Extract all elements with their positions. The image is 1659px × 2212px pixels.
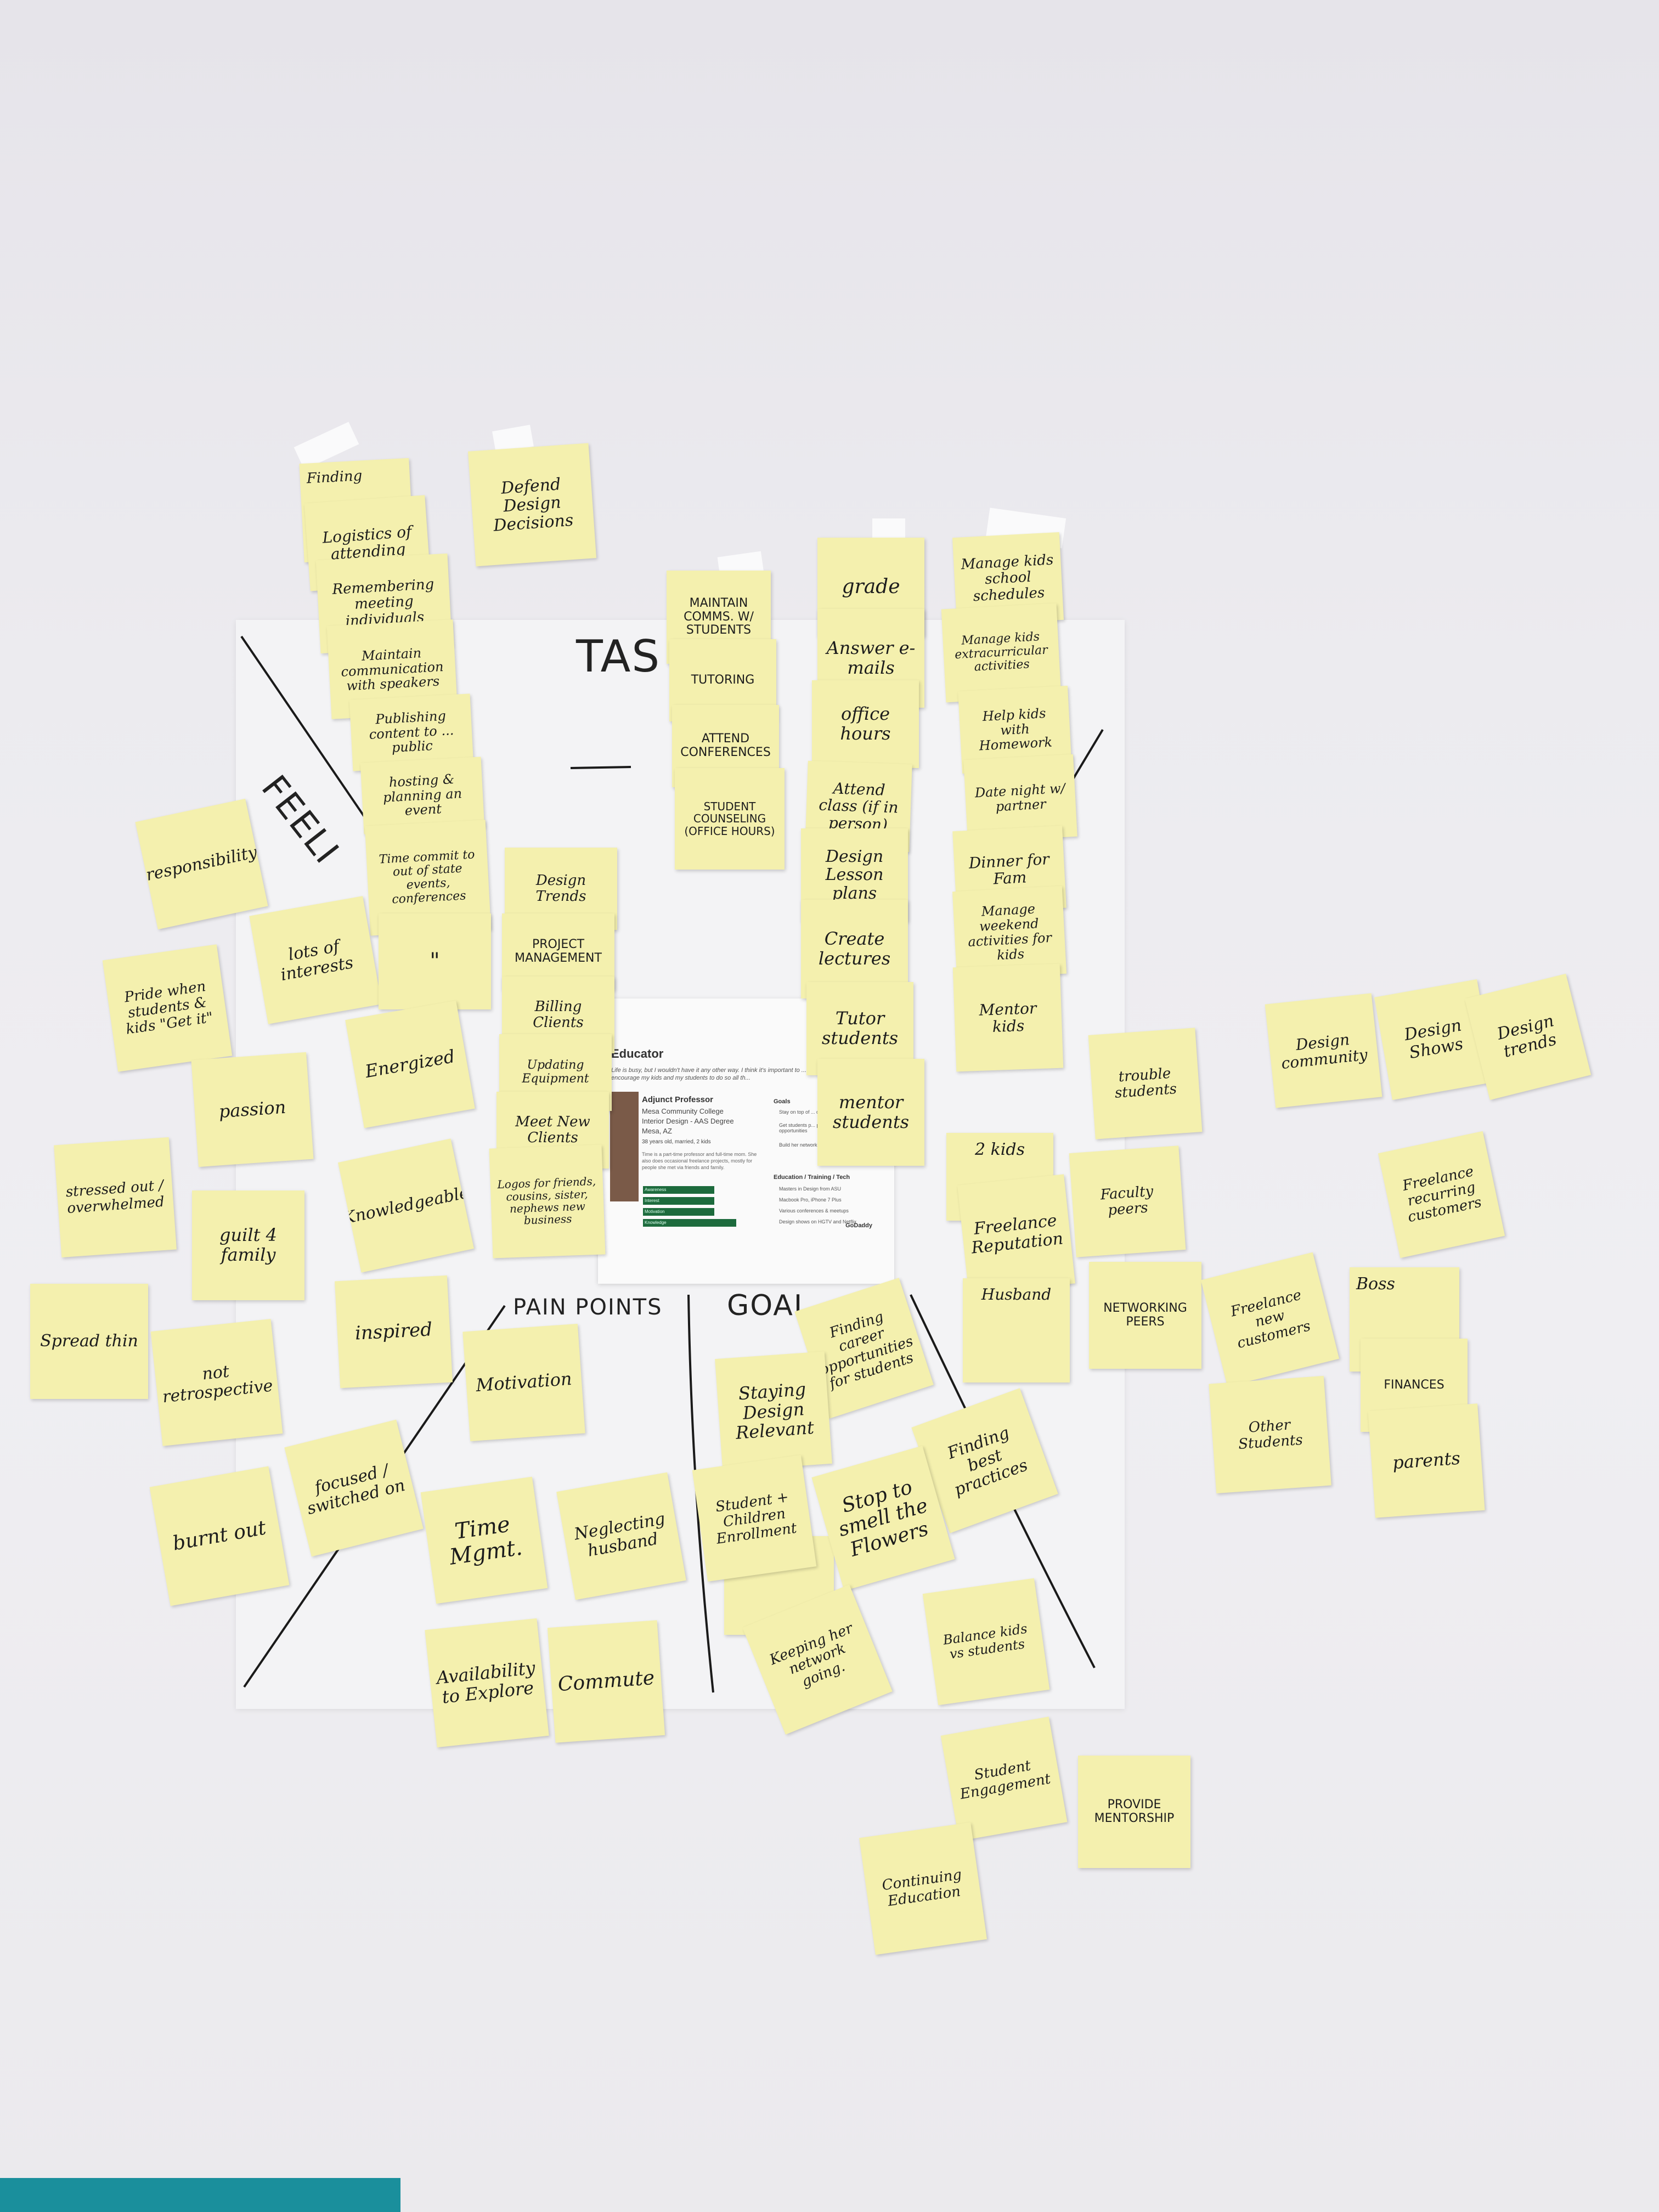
persona-bar-knowledge: Knowledge <box>643 1219 736 1227</box>
pain-points-heading: PAIN POINTS <box>513 1295 663 1320</box>
sticky-note: Freelance Reputation <box>957 1174 1075 1295</box>
sticky-note: Balance kids vs students <box>922 1578 1050 1706</box>
sticky-note: NETWORKING PEERS <box>1089 1262 1201 1369</box>
persona-goals-header: Goals <box>774 1098 791 1105</box>
persona-college: Mesa Community College <box>642 1107 724 1115</box>
tasks-right-divider <box>1069 729 1104 786</box>
sticky-note: Faculty peers <box>1069 1146 1186 1257</box>
teal-board-edge <box>0 2178 400 2212</box>
sticky-note: passion <box>191 1052 314 1167</box>
sticky-note: burnt out <box>149 1466 290 1606</box>
sticky-note: STUDENT COUNSELING (OFFICE HOURS) <box>675 768 785 870</box>
persona-description: Time is a part-time professor and full-t… <box>642 1152 757 1170</box>
persona-education-item: Masters in Design from ASU <box>779 1186 842 1192</box>
persona-degree: Interior Design - AAS Degree <box>642 1117 734 1125</box>
sticky-note: Spread thin <box>30 1284 148 1399</box>
tasks-underline <box>570 766 631 769</box>
persona-title: Educator <box>611 1047 664 1060</box>
sticky-note: Time Mgmt. <box>420 1476 548 1604</box>
persona-bar-interest: Interest <box>643 1197 714 1205</box>
persona-education-item: Macbook Pro, iPhone 7 Plus <box>779 1197 842 1203</box>
sticky-note: " <box>379 913 491 1009</box>
sticky-note: inspired <box>335 1275 453 1389</box>
sticky-note: Student Engagement <box>940 1717 1068 1841</box>
persona-education-item: Design shows on HGTV and Netflix <box>779 1219 857 1224</box>
sticky-note: Student + Children Enrollment <box>692 1455 817 1582</box>
sticky-note: Freelance recurring customers <box>1378 1131 1505 1259</box>
sticky-note: Knowledgeable <box>337 1138 475 1273</box>
persona-photo <box>610 1092 639 1201</box>
sticky-note: Staying Design Relevant <box>715 1351 832 1471</box>
sticky-note: not retrospective <box>150 1319 283 1446</box>
persona-goal-item: Get students p... potential career... op… <box>779 1122 855 1133</box>
sticky-note: office hours <box>812 680 919 768</box>
persona-goal-item: Stay on top of ... companies an... <box>779 1109 851 1115</box>
sticky-note: parents <box>1368 1403 1485 1518</box>
persona-card: Educator Life is busy, but I wouldn't ha… <box>598 998 894 1284</box>
persona-role: Adjunct Professor <box>642 1095 714 1104</box>
sticky-note: responsibility <box>135 798 268 930</box>
persona-education-header: Education / Training / Tech <box>774 1174 850 1181</box>
persona-education-item: Various conferences & meetups <box>779 1208 849 1214</box>
sticky-note: trouble students <box>1088 1028 1203 1139</box>
sticky-note: stressed out / overwhelmed <box>54 1137 177 1258</box>
sticky-note: Design Lesson plans <box>801 828 908 922</box>
sticky-note: Mentor kids <box>952 963 1064 1072</box>
sticky-note: Husband <box>963 1278 1070 1383</box>
persona-quote: Life is busy, but I wouldn't have it any… <box>611 1067 870 1081</box>
sticky-note: Availability to Explore <box>425 1618 549 1748</box>
sticky-note: Neglecting husband <box>556 1472 686 1600</box>
tasks-heading: TAS <box>576 631 661 682</box>
sticky-note: Logos for friends, cousins, sister, neph… <box>489 1144 606 1259</box>
persona-age: 38 years old, married, 2 kids <box>642 1139 711 1145</box>
persona-bar-awareness: Awareness <box>643 1186 714 1194</box>
sticky-note: PROVIDE MENTORSHIP <box>1078 1756 1190 1868</box>
sticky-note: guilt 4 family <box>192 1190 304 1300</box>
sticky-note: Pride when students & kids "Get it" <box>102 944 233 1072</box>
sticky-note: Continuing Education <box>859 1822 987 1955</box>
persona-bar-motivation: Motivation <box>643 1208 714 1216</box>
sticky-note: Motivation <box>462 1323 585 1442</box>
sticky-note: Commute <box>547 1620 665 1743</box>
sticky-note: Design community <box>1265 993 1383 1108</box>
sticky-note: mentor students <box>817 1059 924 1166</box>
sticky-note: lots of interests <box>249 896 382 1024</box>
sticky-note: Energized <box>345 1000 475 1128</box>
sticky-note: Other Students <box>1209 1375 1331 1494</box>
persona-brand-logo: GoDaddy <box>845 1222 872 1229</box>
persona-location: Mesa, AZ <box>642 1127 672 1135</box>
sticky-note: Defend Design Decisions <box>467 443 597 567</box>
